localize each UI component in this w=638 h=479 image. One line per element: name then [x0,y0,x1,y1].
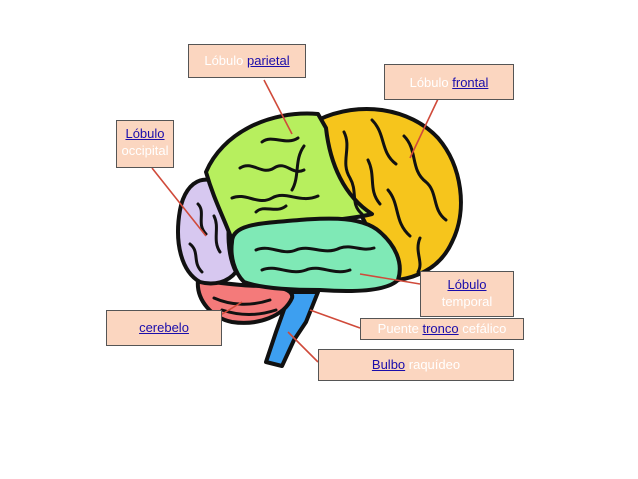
link-parietal[interactable]: parietal [247,53,290,68]
brain-folds [188,118,448,316]
brainstem-region [264,290,320,368]
temporal-region [229,216,402,293]
label-lobulo-temporal: Lóbulo temporal [420,271,514,317]
label-lobulo-frontal: Lóbulo frontal [384,64,514,100]
label-puente-prefix: Puente [377,321,423,336]
leader-line-parietal [263,79,293,135]
label-parietal-prefix: Lóbulo [204,53,247,68]
label-cerebelo: cerebelo [106,310,222,346]
link-bulbo[interactable]: Bulbo [371,357,406,372]
label-temporal-line2: temporal [441,294,493,309]
label-bulbo-suffix: raquídeo [405,357,461,372]
label-lobulo-occipital: Lóbulo occipital [116,120,174,168]
label-puente-suffix: cefálico [458,321,507,336]
leader-line-bulbo [287,331,319,363]
link-cerebelo[interactable]: cerebelo [139,320,189,335]
leader-line-temporal [359,273,421,285]
label-puente-tronco: Puente tronco cefálico [360,318,524,340]
label-occipital-line2: occipital [121,143,169,158]
link-tronco[interactable]: tronco [422,321,459,336]
label-lobulo-parietal: Lóbulo parietal [188,44,306,78]
link-frontal[interactable]: frontal [452,75,489,90]
label-frontal-prefix: Lóbulo [409,75,453,90]
leader-line-puente [309,309,361,329]
link-occipital-lobulo[interactable]: Lóbulo [125,126,165,141]
link-temporal-lobulo[interactable]: Lóbulo [447,277,487,292]
label-bulbo-raquideo: Bulbo raquídeo [318,349,514,381]
leader-lines [151,79,439,363]
leader-line-occipital [151,167,207,237]
leader-line-frontal [409,98,439,159]
